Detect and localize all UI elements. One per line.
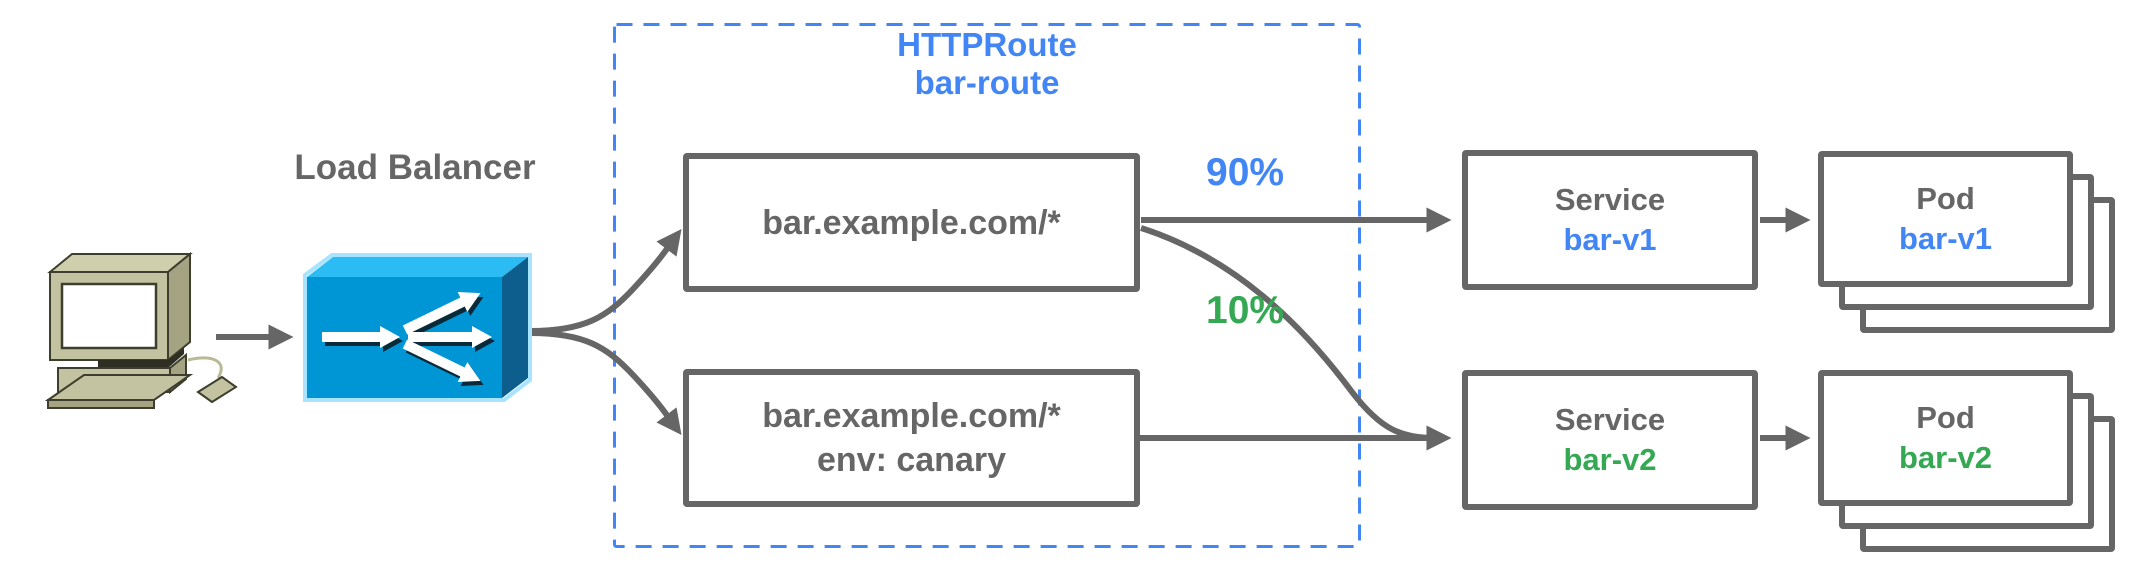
load-balancer-icon <box>303 253 532 402</box>
rule-box-primary: bar.example.com/* <box>683 153 1140 292</box>
rule-box-canary: bar.example.com/* env: canary <box>683 369 1140 507</box>
pod-box-bar-v2: Pod bar-v2 <box>1818 370 2073 506</box>
load-balancer-label: Load Balancer <box>294 148 536 187</box>
pod-name-label: bar-v1 <box>1898 221 1993 256</box>
service-name-label: bar-v2 <box>1563 442 1657 477</box>
pod-name-label: bar-v2 <box>1898 440 1993 475</box>
weight-label-90: 90% <box>1206 151 1285 194</box>
rule-match-label: bar.example.com/* <box>762 397 1061 435</box>
arrow-lb-to-rule1 <box>529 228 682 334</box>
rule-match-label: bar.example.com/* <box>762 203 1061 242</box>
service-kind-label: Service <box>1554 182 1666 217</box>
arrow-lb-to-rule2 <box>529 330 682 436</box>
pod-kind-label: Pod <box>1916 400 1975 435</box>
httproute-name-label: bar-route <box>914 64 1060 101</box>
service-box-bar-v1: Service bar-v1 <box>1462 150 1758 290</box>
pod-stack-bar-v1: Pod bar-v1 <box>1818 151 2118 336</box>
pod-kind-label: Pod <box>1916 181 1975 216</box>
httproute-title: HTTPRoute bar-route <box>613 26 1361 102</box>
client-computer-icon <box>44 251 238 409</box>
pod-stack-bar-v2: Pod bar-v2 <box>1818 370 2118 555</box>
rule-header-label: env: canary <box>817 441 1006 479</box>
service-kind-label: Service <box>1554 402 1666 437</box>
arrow-rule1-to-service-v2-canary <box>1140 225 1439 441</box>
service-box-bar-v2: Service bar-v2 <box>1462 370 1758 510</box>
httproute-kind-label: HTTPRoute <box>897 26 1077 63</box>
service-name-label: bar-v1 <box>1563 222 1657 257</box>
pod-box-bar-v1: Pod bar-v1 <box>1818 151 2073 287</box>
weight-label-10: 10% <box>1206 289 1285 332</box>
httproute-dashed-container <box>613 23 1361 548</box>
